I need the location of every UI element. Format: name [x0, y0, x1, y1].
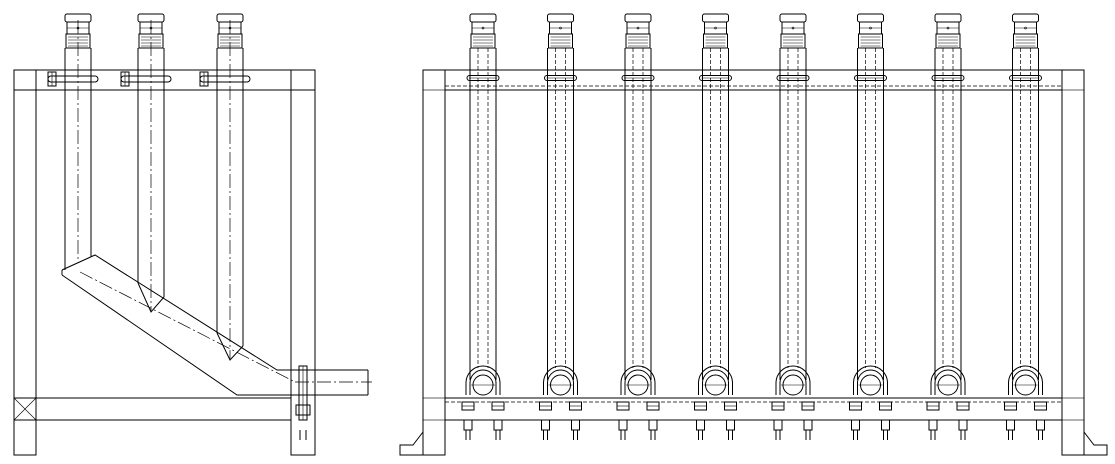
side-pipes [64, 20, 244, 361]
clamp-nut [295, 404, 311, 416]
side-coupling-1 [64, 13, 92, 49]
front-coupling-3 [624, 13, 652, 49]
front-pipe-3 [616, 13, 660, 440]
front-top-strap-3 [621, 75, 655, 81]
front-top-strap-8 [1009, 75, 1042, 81]
left-post [13, 69, 37, 456]
side-view [13, 13, 372, 456]
section-cross-b [13, 397, 37, 421]
front-top-strap-1 [466, 75, 500, 81]
front-top-strap-4 [699, 75, 732, 81]
front-left-post [422, 69, 446, 456]
front-top-strap-6 [854, 75, 887, 81]
front-pipe-8 [1004, 13, 1047, 440]
front-right-post-cap [1061, 69, 1085, 91]
front-frame [399, 69, 1108, 456]
front-coupling-4 [702, 13, 729, 49]
front-view [399, 13, 1108, 456]
side-coupling-2 [137, 13, 165, 49]
side-pipe-3-joint [216, 332, 244, 361]
front-top-strap-7 [931, 75, 965, 81]
front-left-post-foot [422, 397, 446, 421]
front-left-post-cap [422, 69, 446, 91]
front-coupling-7 [934, 13, 962, 49]
front-pipes [461, 13, 1047, 440]
front-right-foot [1062, 431, 1108, 456]
front-top-strap-5 [776, 75, 810, 81]
front-pipe-4 [694, 13, 737, 440]
side-couplings [64, 13, 244, 49]
front-pipe-7 [926, 13, 970, 440]
side-bolts [40, 71, 251, 91]
front-left-foot [399, 431, 445, 456]
side-pipe-2-joint [137, 282, 165, 313]
side-manifold [61, 254, 372, 440]
front-right-post-foot [1061, 397, 1085, 421]
manifold-centerline [79, 271, 296, 383]
side-coupling-3 [216, 13, 244, 49]
side-bolt-2 [113, 71, 172, 91]
front-coupling-6 [857, 13, 884, 49]
manifold-lower-edge [61, 274, 368, 396]
front-pipe-2 [539, 13, 582, 440]
front-pipe-5 [771, 13, 815, 440]
front-coupling-1 [469, 13, 497, 49]
front-coupling-2 [547, 13, 574, 49]
front-top-strap-2 [544, 75, 577, 81]
front-pipe-6 [849, 13, 892, 440]
front-coupling-5 [779, 13, 807, 49]
side-bolt-1 [40, 71, 99, 91]
front-pipe-1 [461, 13, 505, 440]
side-bolt-3 [192, 71, 251, 91]
front-right-post [1061, 69, 1085, 456]
front-coupling-8 [1012, 13, 1039, 49]
manifold-upper-edge [61, 254, 368, 371]
